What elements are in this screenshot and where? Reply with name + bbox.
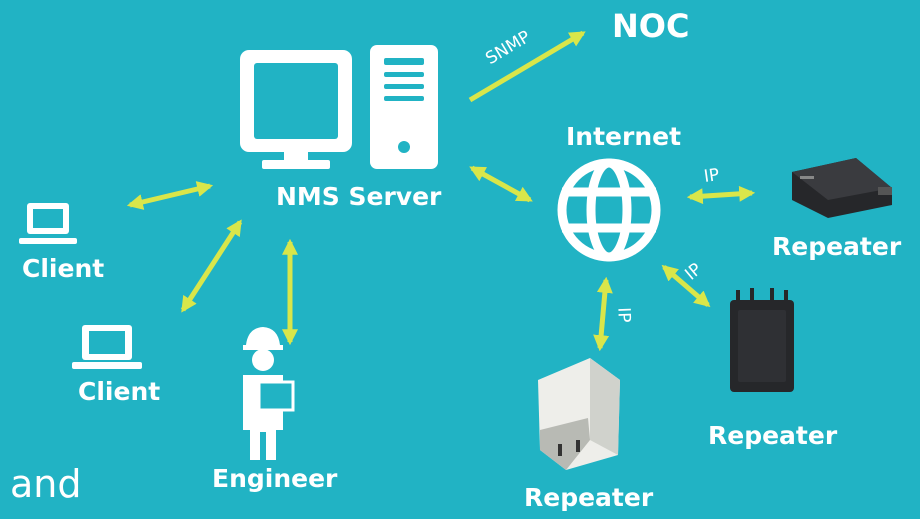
- noc-label: NOC: [612, 7, 690, 45]
- repeater-label-bottom: Repeater: [524, 483, 654, 512]
- nms-server-label: NMS Server: [276, 182, 442, 211]
- arrow-nms-noc: [468, 30, 586, 103]
- globe-icon: [557, 158, 661, 262]
- arrow-nms-internet: [469, 165, 533, 203]
- arrow-internet-repeater-top: [686, 185, 756, 205]
- repeater-device-icon: [538, 358, 620, 470]
- repeater-device-icon: [730, 288, 794, 392]
- internet-label: Internet: [566, 122, 682, 151]
- arrow-internet-repeater-right: [661, 264, 711, 308]
- arrow-internet-repeater-bottom: [593, 276, 613, 352]
- client-label-2: Client: [78, 377, 161, 406]
- engineer-label: Engineer: [212, 464, 338, 493]
- client-label-1: Client: [22, 254, 105, 283]
- laptop-icon: [72, 325, 142, 369]
- repeater-label-top: Repeater: [772, 232, 902, 261]
- laptop-icon: [19, 203, 77, 244]
- ip-label-bottom: IP: [613, 307, 634, 323]
- arrow-client1-nms: [126, 181, 214, 210]
- caption-text: and: [10, 462, 82, 506]
- engineer-icon: [243, 327, 295, 460]
- repeater-device-icon: [792, 158, 892, 218]
- arrow-client2-nms: [180, 219, 243, 313]
- desktop-computer-icon: [240, 45, 438, 169]
- repeater-label-right: Repeater: [708, 421, 838, 450]
- ip-label-top: IP: [702, 165, 721, 187]
